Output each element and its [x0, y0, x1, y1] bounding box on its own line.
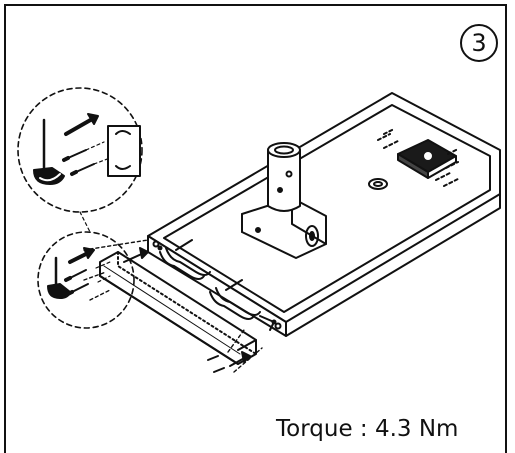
screw-icon: [207, 355, 219, 361]
leader-line: [79, 211, 91, 233]
screw-arrows: [123, 247, 275, 373]
screw-icon: [71, 283, 89, 293]
guide-lines: [83, 239, 263, 373]
arrow-icon: [259, 315, 275, 331]
screw-icon: [213, 367, 225, 373]
step-number-badge: 3: [460, 24, 498, 62]
screw-icon: [67, 149, 87, 159]
pole-mount: [241, 142, 327, 259]
detail-circle-top: [17, 87, 143, 213]
end-cover: [99, 251, 257, 365]
detail-circle-bottom: [37, 231, 135, 329]
wire-clips: [159, 239, 261, 320]
screw-icon: [75, 163, 95, 173]
screw-icon: [69, 269, 87, 279]
solar-module: [377, 128, 459, 187]
sensor-hole: [368, 178, 388, 190]
torque-caption: Torque : 4.3 Nm: [276, 416, 459, 442]
